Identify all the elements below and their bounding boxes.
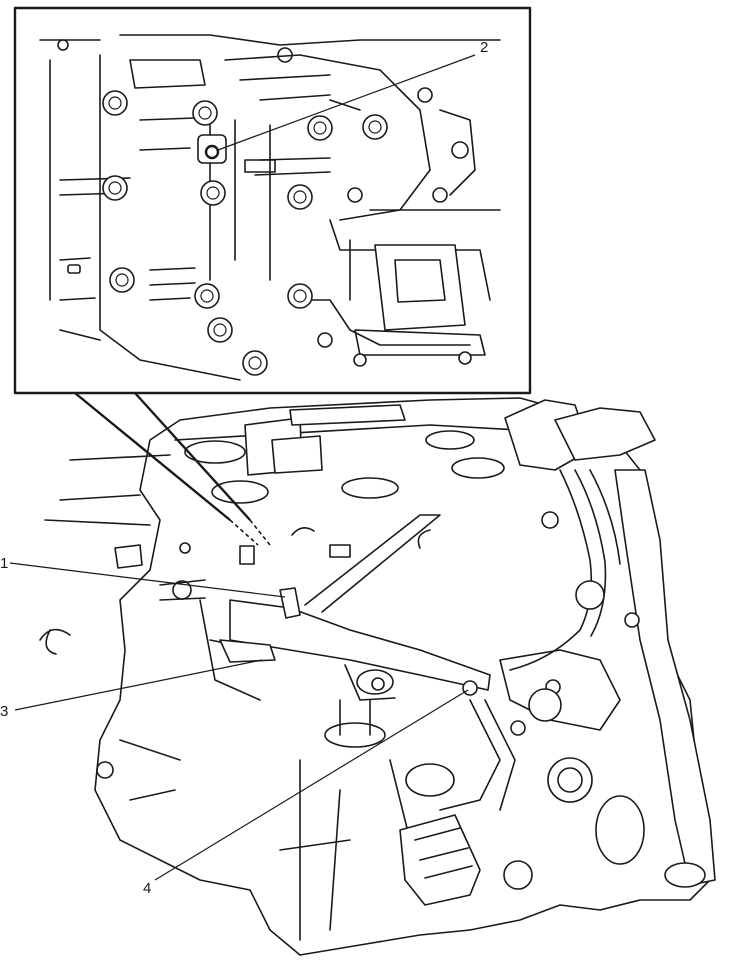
leader-3 (14, 659, 263, 711)
manual-shift-lever (219, 514, 491, 701)
transmission-case (39, 397, 711, 956)
callout-1: 1 (0, 555, 8, 572)
callout-leaders (9, 54, 476, 881)
detail-inset (13, 6, 532, 395)
leader-1 (9, 562, 286, 598)
callout-3: 3 (0, 703, 8, 720)
leader-4 (154, 689, 469, 881)
inset-connector-lines (74, 392, 271, 546)
callout-2: 2 (480, 39, 488, 56)
callout-labels: 1 2 3 4 (0, 39, 488, 897)
callout-4: 4 (143, 880, 151, 897)
leader-2 (217, 54, 476, 151)
wiring-harness (399, 469, 716, 906)
